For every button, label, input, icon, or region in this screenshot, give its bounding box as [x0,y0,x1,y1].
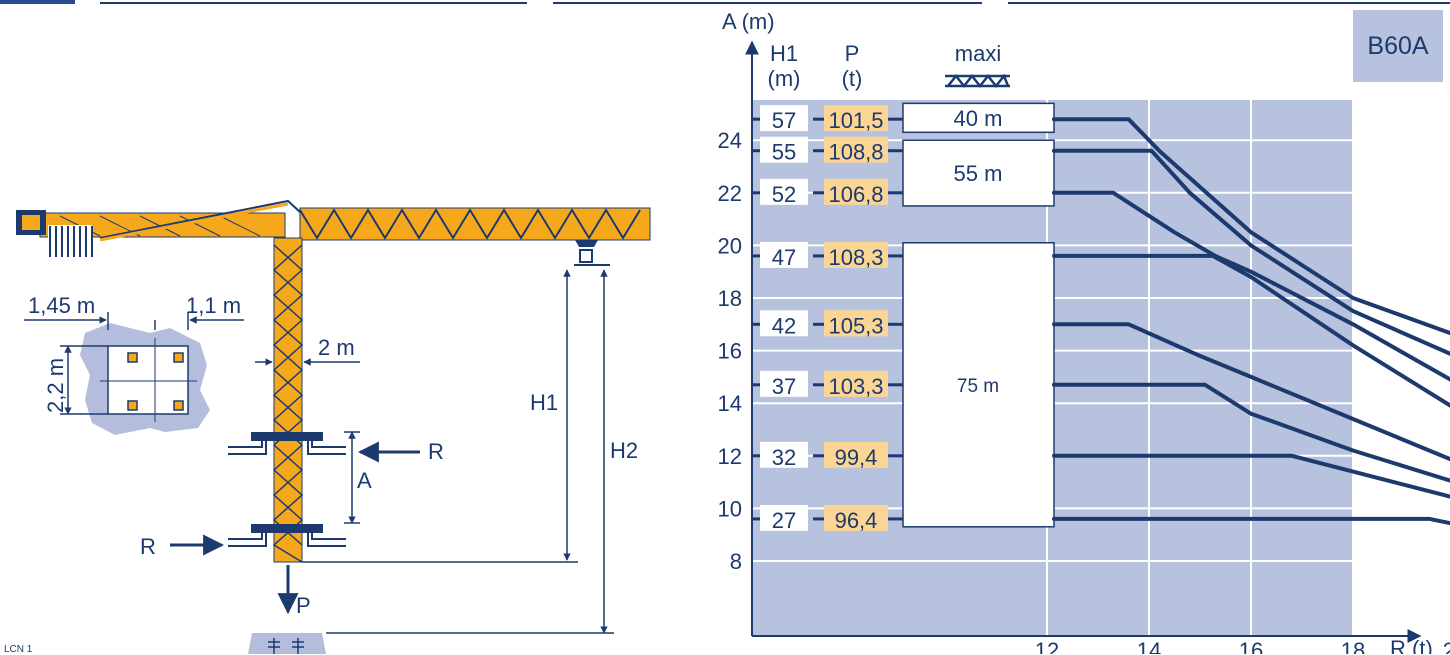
p-cell [824,310,888,337]
p-cell [824,441,888,468]
force-r-upper-label: R [428,439,444,464]
h1-label: H1 [530,390,558,415]
h1-value: 52 [772,182,796,207]
load-curve [1052,516,1450,526]
jib-box-label: 55 m [954,161,1003,186]
x-axis-label: R (t) [1390,636,1433,654]
load-curve [1052,190,1450,382]
maxi-header: maxi [955,41,1001,66]
dim-left-label: 1,45 m [28,293,95,318]
y-tick-label: 16 [718,339,742,364]
load-curve [1052,382,1450,483]
jib-box-label: 40 m [954,106,1003,131]
h1-unit: (m) [768,66,801,91]
p-header: P [845,41,860,66]
y-tick-label: 20 [718,233,742,258]
force-r-lower-label: R [140,534,156,559]
upper-slab [251,432,323,441]
height-rows: 57 101,5 55 108,8 52 106,8 47 108,3 42 105,3 37 103… [752,105,1060,533]
h1-cell [760,105,808,132]
load-curve [1052,117,1450,336]
p-value: 103,3 [828,374,883,399]
jib-lattice-icon [945,73,1010,89]
p-cell [824,370,888,397]
y-axis-label: A (m) [722,9,775,34]
y-tick-label: 24 [718,128,742,153]
h1-cell [760,370,808,397]
ballast-weights [48,225,93,257]
h1-cell [760,136,808,163]
p-cell [824,504,888,531]
x-tick-label: 16 [1239,638,1263,654]
force-p-label: P [296,593,311,618]
jib-box [902,139,1055,207]
p-value: 96,4 [835,508,878,533]
h1-cell [760,178,808,205]
jib-box [902,102,1055,134]
p-value: 105,3 [828,313,883,338]
jib-boxes: 40 m 55 m 75 m [902,102,1055,528]
y-tick-label: 18 [718,286,742,311]
load-curve [1052,453,1450,499]
dim-depth-label: 2,2 m [43,358,68,413]
h1-value: 57 [772,108,796,133]
p-value: 106,8 [828,182,883,207]
p-cell [824,178,888,205]
h1-header: H1 [770,41,798,66]
p-value: 99,4 [835,445,878,470]
crane-illustration [16,199,651,654]
p-cell [824,136,888,163]
h1-value: 47 [772,245,796,270]
load-curve [1052,322,1450,462]
x-tick-label: 14 [1137,638,1161,654]
p-cell [824,241,888,268]
header-rules [0,0,1450,4]
h1-value: 27 [772,508,796,533]
column-headers: H1(m) P(t) maxi [768,41,1010,91]
h1-cell [760,441,808,468]
p-value: 101,5 [828,108,883,133]
load-chart: A (m)R (t) 81012141618202224121416182022… [718,9,1450,654]
y-tick-label: 12 [718,444,742,469]
h2-label: H2 [610,438,638,463]
axes: A (m) R (t) [722,9,1433,654]
x-tick-label: 12 [1035,638,1059,654]
p-cell [824,105,888,132]
h1-value: 55 [772,140,796,165]
jib-box-label: 75 m [957,376,999,397]
y-tick-label: 22 [718,181,742,206]
h1-cell [760,504,808,531]
ticks: 8101214161820222412141618202224 [718,128,1450,654]
load-curve [1052,148,1450,356]
dim-right-label: 1,1 m [186,293,241,318]
curves [1052,117,1450,526]
y-tick-label: 8 [730,549,742,574]
h1-value: 42 [772,313,796,338]
y-tick-label: 14 [718,391,742,416]
model-badge: B60A [1353,10,1443,82]
load-curve [1052,253,1450,408]
p-value: 108,8 [828,140,883,165]
y-tick-label: 10 [718,496,742,521]
force-a-label: A [357,468,372,493]
p-unit: (t) [842,66,863,91]
x-tick-label: 18 [1341,638,1365,654]
jib-lattice-strokes [945,73,1010,89]
lower-slab [251,524,323,533]
h1-value: 32 [772,445,796,470]
h1-cell [760,310,808,337]
footer-code: LCN 1 [4,644,33,655]
mast-width-label: 2 m [318,335,355,360]
x-tick-label: 20 [1443,638,1450,654]
h1-value: 37 [772,374,796,399]
force-arrows [170,441,420,615]
p-value: 108,3 [828,245,883,270]
crane-dimensions [24,269,614,634]
h1-cell [760,241,808,268]
